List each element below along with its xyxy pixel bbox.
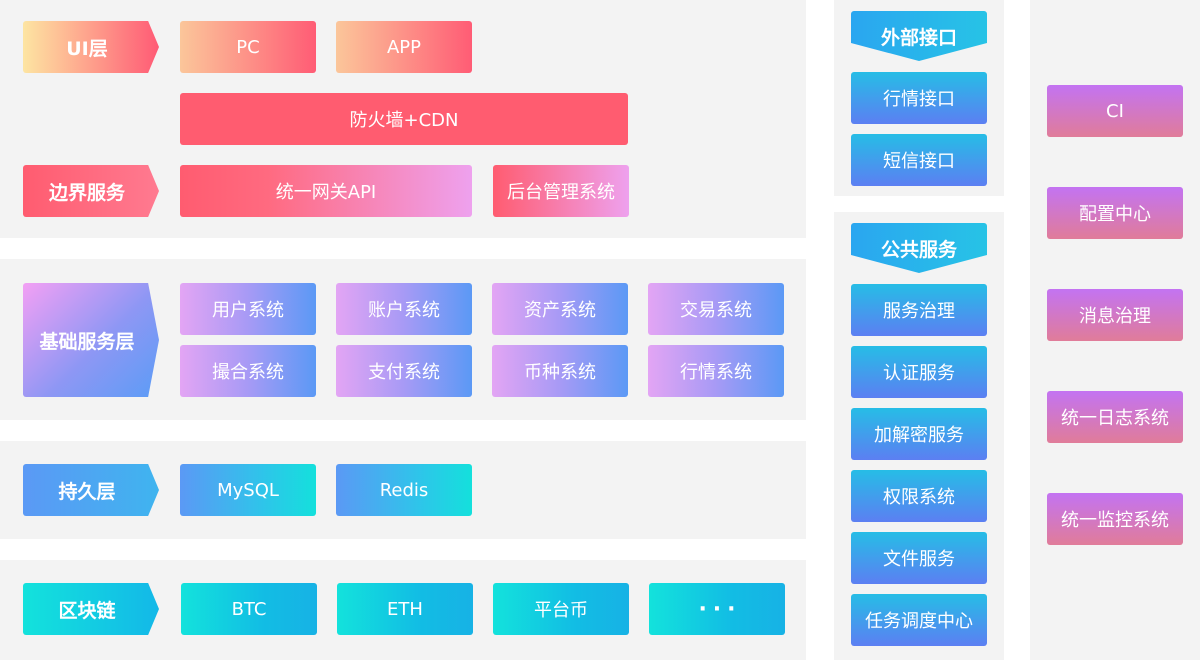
btc-box: BTC — [181, 583, 317, 635]
trade-system-box: 交易系统 — [648, 283, 784, 335]
market-interface-box: 行情接口 — [851, 72, 987, 124]
asset-system-box: 资产系统 — [492, 283, 628, 335]
permission-system-box: 权限系统 — [851, 470, 987, 522]
eth-box: ETH — [337, 583, 473, 635]
redis-box: Redis — [336, 464, 472, 516]
persistence-label-text: 持久层 — [58, 480, 116, 503]
file-service-box: 文件服务 — [851, 532, 987, 584]
firewall-cdn-box: 防火墙+CDN — [180, 93, 628, 145]
more-box: ··· — [649, 583, 785, 635]
mysql-box: MySQL — [180, 464, 316, 516]
persistence-label: 持久层 — [23, 464, 159, 516]
ci-box: CI — [1047, 85, 1183, 137]
crypto-service-box: 加解密服务 — [851, 408, 987, 460]
pc-box: PC — [180, 21, 316, 73]
base-services-label-text: 基础服务层 — [39, 330, 135, 353]
service-governance-box: 服务治理 — [851, 284, 987, 336]
base-services-label: 基础服务层 — [23, 283, 159, 397]
market-system-box: 行情系统 — [648, 345, 784, 397]
user-system-box: 用户系统 — [180, 283, 316, 335]
payment-system-box: 支付系统 — [336, 345, 472, 397]
boundary-services-label: 边界服务 — [23, 165, 159, 217]
auth-service-box: 认证服务 — [851, 346, 987, 398]
platform-coin-box: 平台币 — [493, 583, 629, 635]
app-box: APP — [336, 21, 472, 73]
config-center-box: 配置中心 — [1047, 187, 1183, 239]
task-scheduler-box: 任务调度中心 — [851, 594, 987, 646]
sms-interface-box: 短信接口 — [851, 134, 987, 186]
account-system-box: 账户系统 — [336, 283, 472, 335]
blockchain-label: 区块链 — [23, 583, 159, 635]
message-governance-box: 消息治理 — [1047, 289, 1183, 341]
boundary-services-label-text: 边界服务 — [48, 181, 125, 204]
blockchain-label-text: 区块链 — [58, 599, 116, 622]
matching-system-box: 撮合系统 — [180, 345, 316, 397]
unified-log-box: 统一日志系统 — [1047, 391, 1183, 443]
ui-layer-label-text: UI层 — [66, 37, 108, 60]
more-ellipsis: ··· — [698, 596, 742, 622]
ui-layer-label: UI层 — [23, 21, 159, 73]
admin-system-box: 后台管理系统 — [493, 165, 629, 217]
currency-system-box: 币种系统 — [492, 345, 628, 397]
api-gateway-box: 统一网关API — [180, 165, 472, 217]
unified-monitor-box: 统一监控系统 — [1047, 493, 1183, 545]
